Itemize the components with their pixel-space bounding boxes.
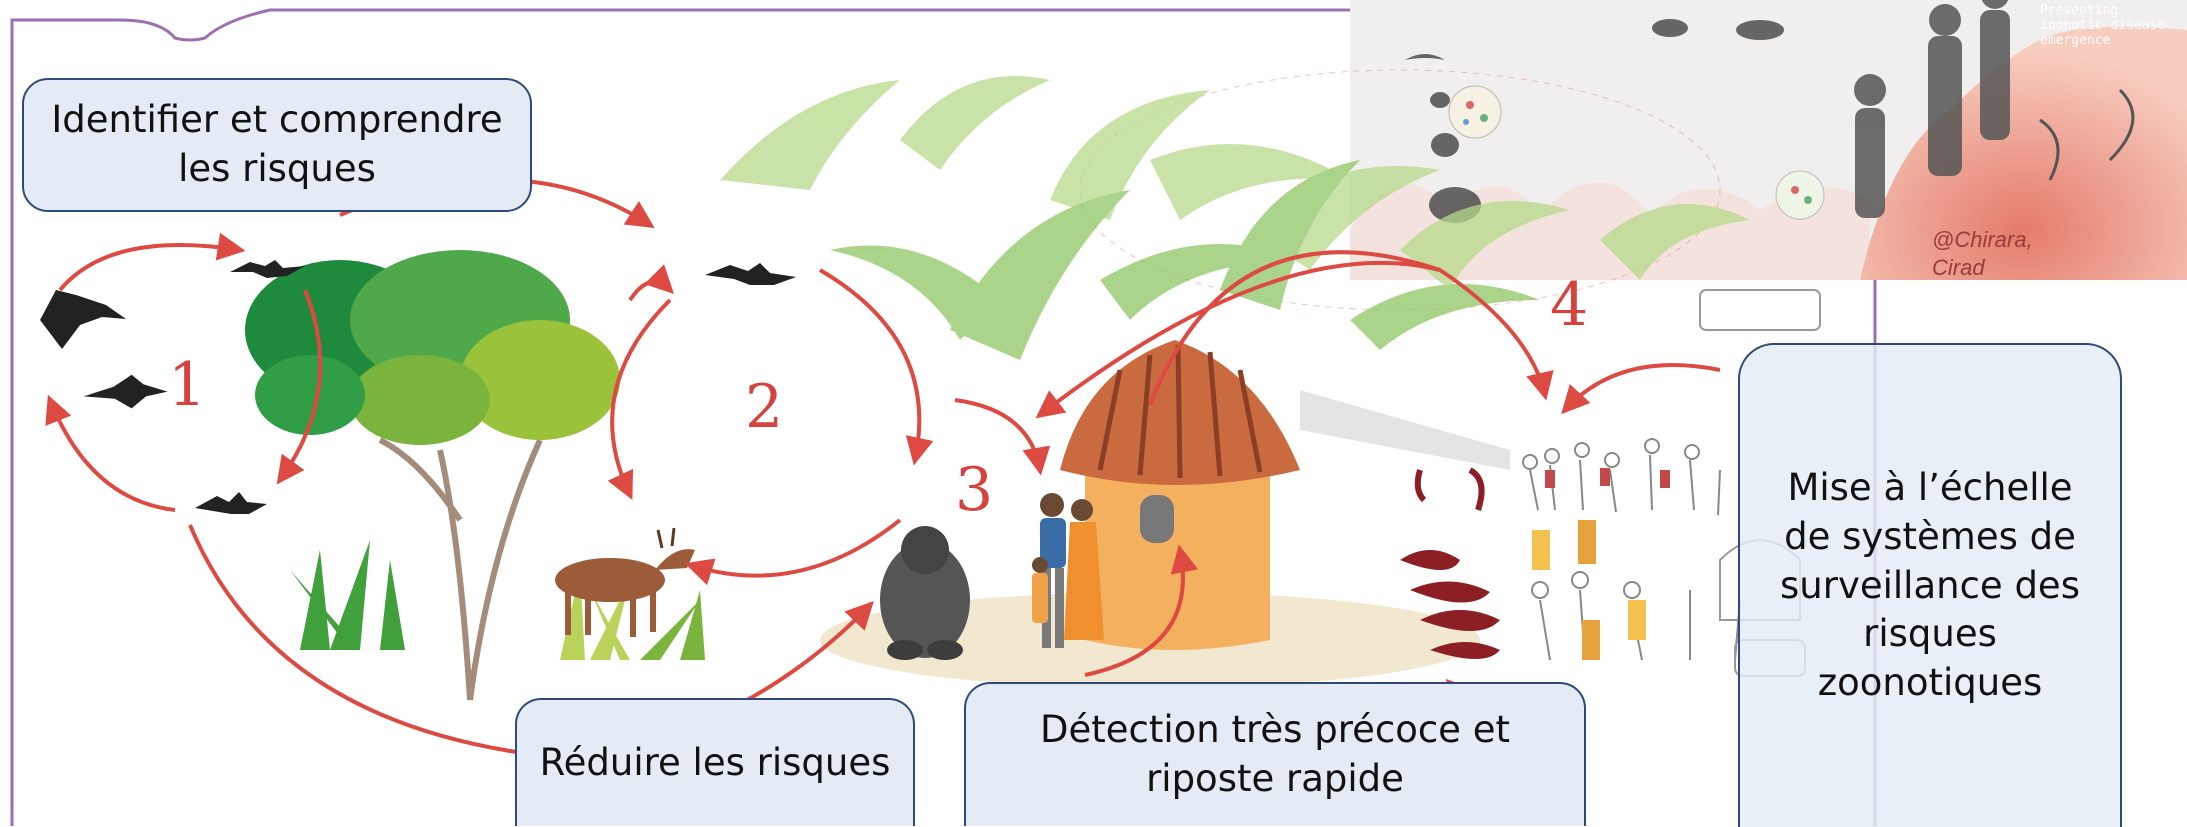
stage-number-1: 1 <box>168 350 207 420</box>
callout-scale-surveillance: Mise à l’échelle de systèmes de surveill… <box>1738 343 2122 827</box>
gorilla <box>880 526 970 660</box>
stage-number-4: 4 <box>1550 270 1589 340</box>
slide-frame <box>10 8 1877 826</box>
inset-human-silhouettes <box>1854 0 2010 218</box>
antelope <box>555 527 695 637</box>
image-credit: @Chirara, Cirad <box>1932 227 2033 280</box>
family <box>1032 493 1104 648</box>
bushmeat-stall <box>1400 467 1500 659</box>
callout-identify-label: Identifier et comprendre les risques <box>51 98 503 190</box>
forest-tree <box>245 250 620 701</box>
callout-identify-risks: Identifier et comprendre les risques <box>22 78 532 212</box>
callout-scale-label: Mise à l’échelle de systèmes de surveill… <box>1780 465 2080 705</box>
callout-detect-label: Détection très précoce et riposte rapide <box>1040 708 1510 800</box>
callout-early-detection: Détection très précoce et riposte rapide <box>964 682 1586 826</box>
stage-number-3: 3 <box>955 455 994 525</box>
inset-mountain <box>1860 26 2187 280</box>
callout-reduce-risks: Réduire les risques <box>515 698 915 826</box>
palm-foliage <box>720 76 1750 360</box>
callout-reduce-label: Réduire les risques <box>539 740 891 784</box>
inset-corner-label: Preventing zoonotic disease emergence <box>2040 3 2166 48</box>
stage-number-2: 2 <box>745 372 784 442</box>
bats <box>40 260 796 514</box>
villager-figures <box>1532 468 1670 660</box>
